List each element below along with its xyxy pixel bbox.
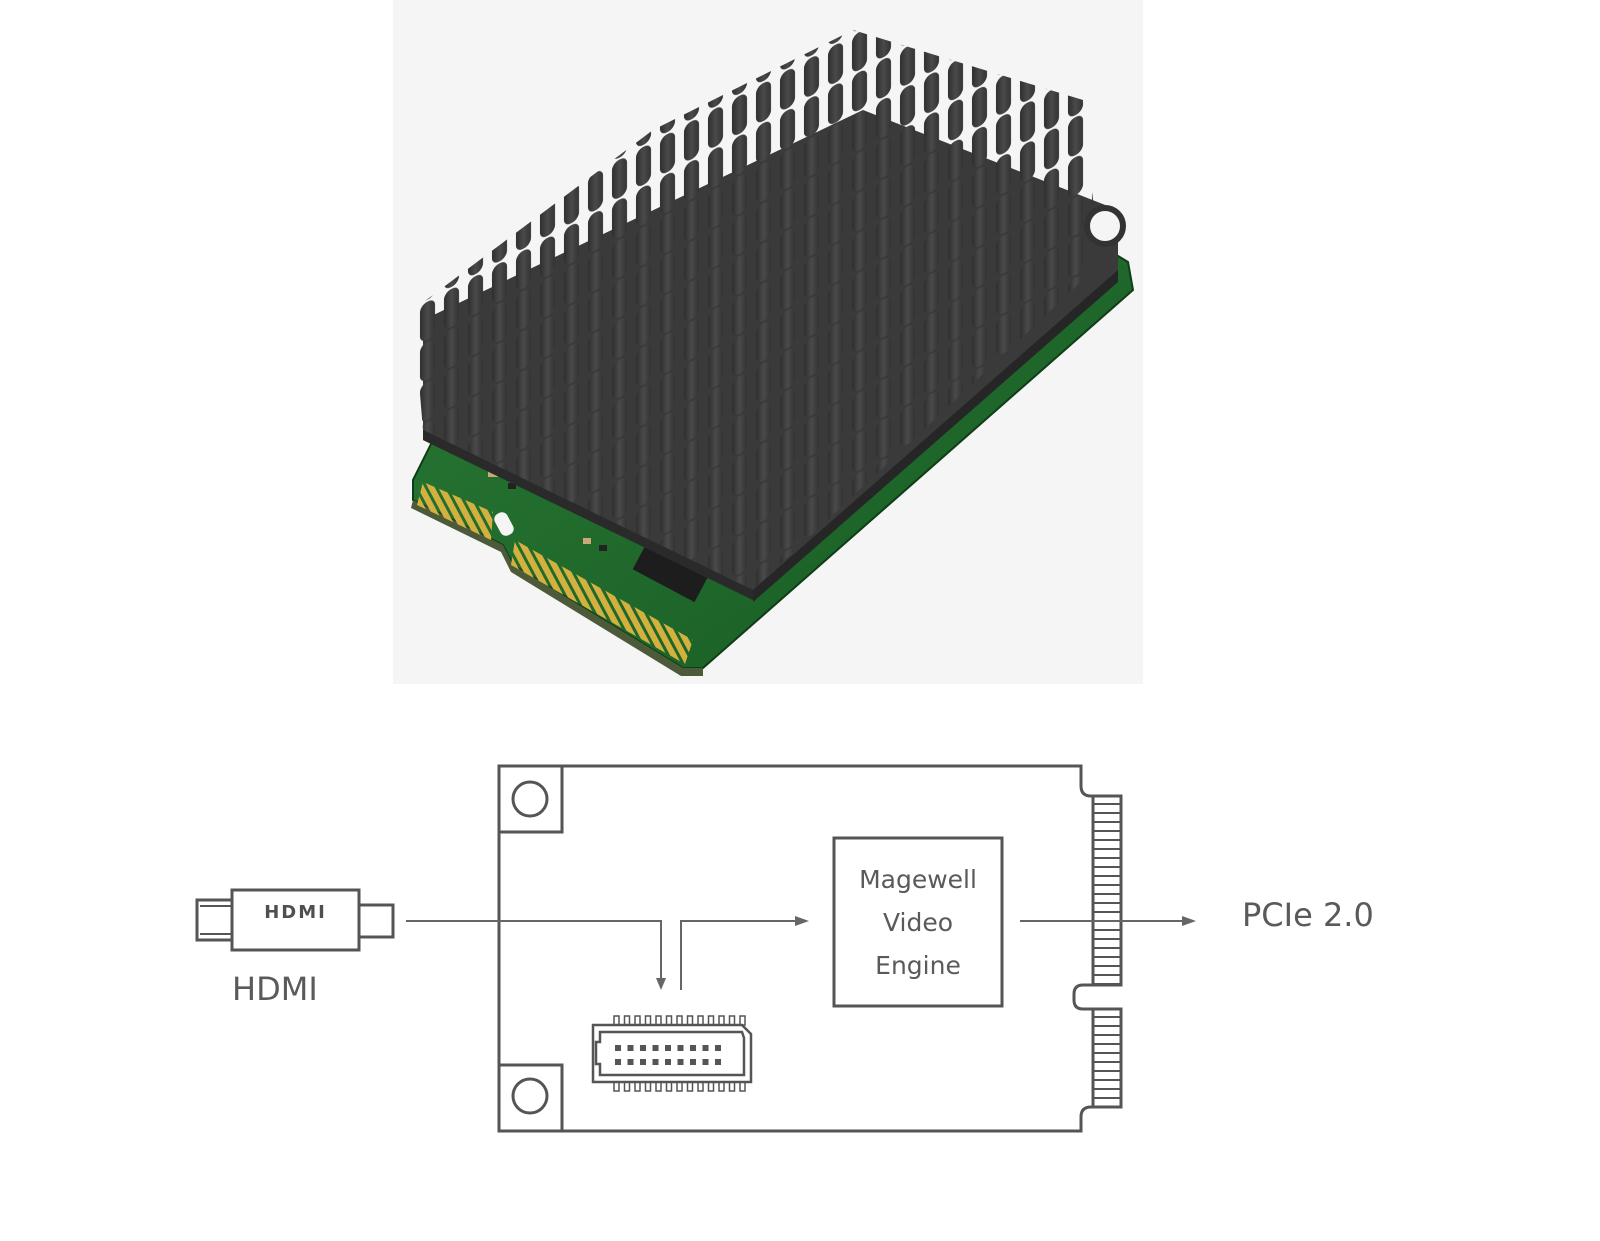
engine-line-3: Engine	[875, 950, 961, 980]
diagram-lines	[195, 764, 1196, 1133]
engine-line-1: Magewell	[859, 864, 977, 894]
hdmi-connector-icon	[195, 888, 395, 952]
engine-line-2: Video	[882, 907, 954, 937]
hdmi-receiver-chip	[591, 1023, 753, 1084]
card-outline	[497, 764, 1123, 1133]
hdmi-input-label: HDMI	[232, 970, 318, 1008]
arrow-right-icon	[795, 916, 809, 926]
hdmi-logo-text: HDMI	[264, 902, 327, 923]
arrow-down-icon	[656, 978, 666, 990]
edge-contacts-small	[417, 482, 493, 540]
heatsink-fins	[413, 30, 1093, 590]
video-engine-block: Magewell Video Engine	[834, 838, 1002, 1006]
capture-card-illustration	[411, 30, 1135, 676]
edge-contacts-large	[511, 540, 693, 664]
block-diagram: HDMI	[0, 700, 1600, 1241]
product-photo	[393, 0, 1143, 684]
pcie-output-label: PCIe 2.0	[1242, 896, 1374, 934]
arrow-right-icon	[1182, 916, 1196, 926]
